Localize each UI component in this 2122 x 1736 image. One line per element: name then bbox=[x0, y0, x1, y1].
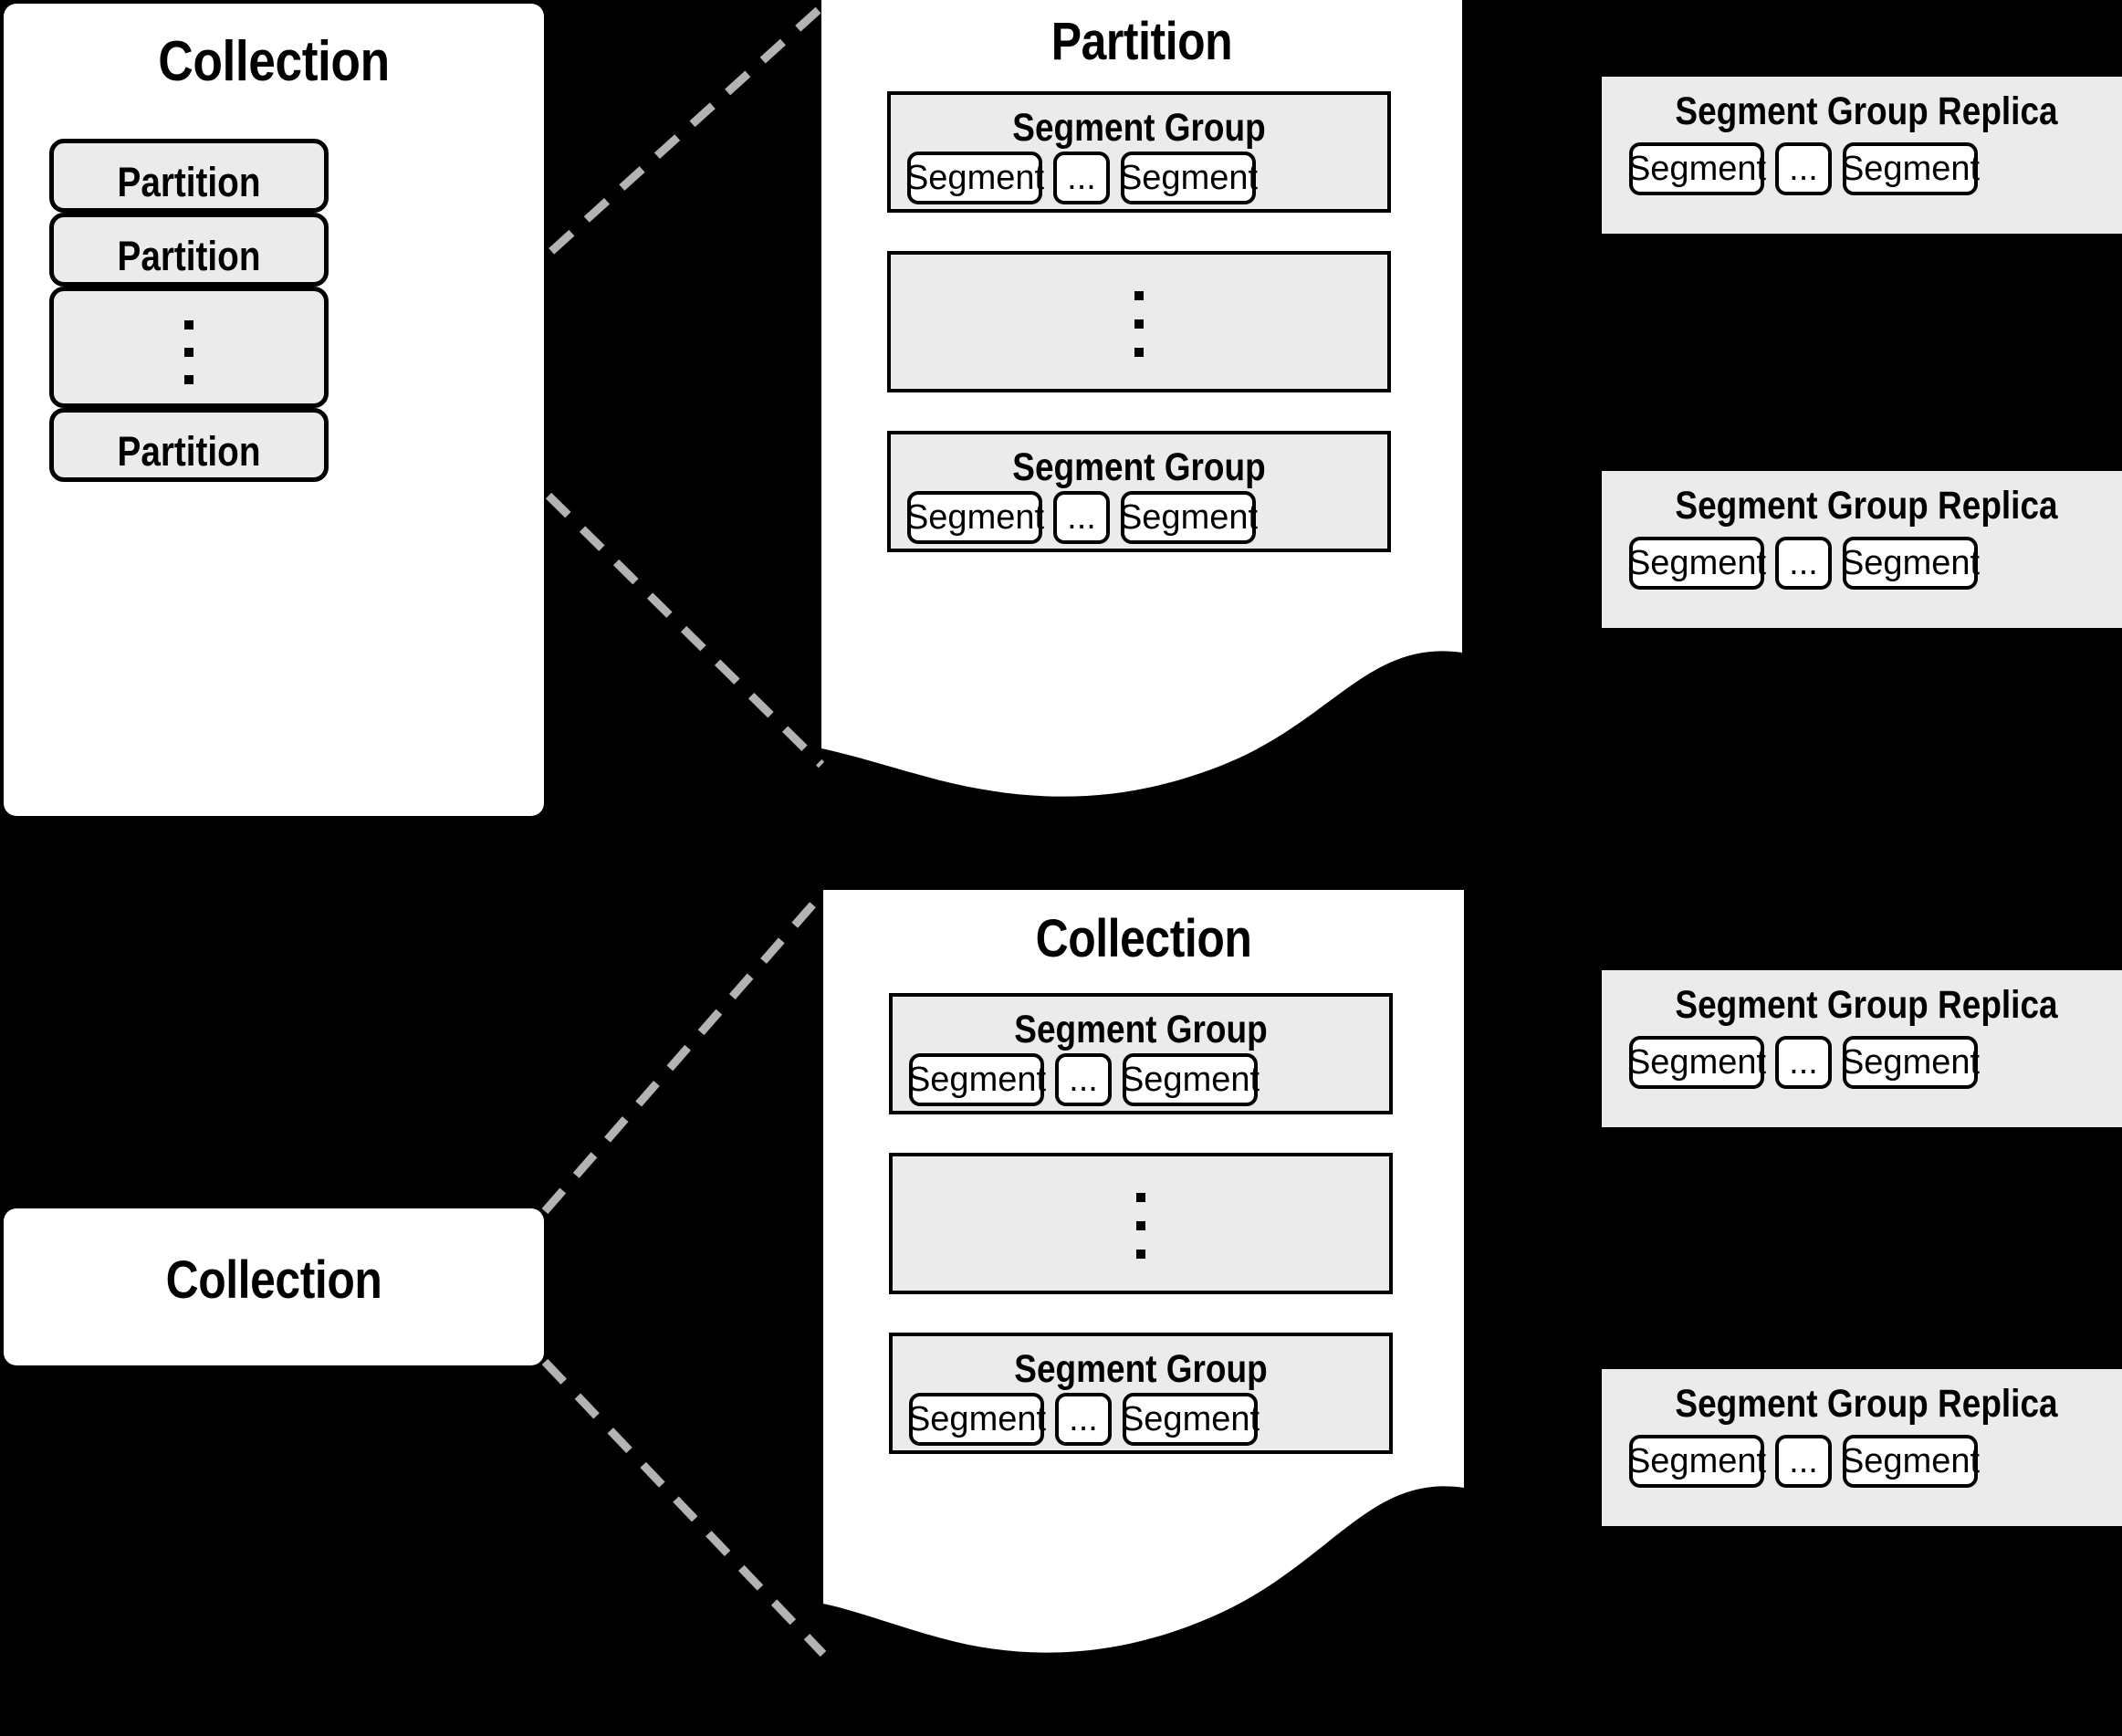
vertical-ellipsis-icon bbox=[893, 1193, 1389, 1259]
collection-segment-group-1[interactable]: Segment Group Segment ... Segment bbox=[889, 993, 1393, 1114]
segment-group-replica-3-label: Segment Group Replica bbox=[1675, 983, 2058, 1027]
segment-chip-label: Segment bbox=[1626, 1043, 1767, 1082]
partition-row-3[interactable]: Partition bbox=[49, 408, 329, 482]
vertical-ellipsis-icon bbox=[54, 320, 324, 384]
segment-chip-label: Segment bbox=[1626, 1442, 1767, 1480]
collection-detail-title: Collection bbox=[1035, 909, 1252, 968]
segment-chip[interactable]: Segment bbox=[906, 1053, 1047, 1106]
segment-chip[interactable]: Segment bbox=[904, 152, 1045, 204]
segment-chip-label: Segment bbox=[1118, 498, 1259, 537]
segment-ellipsis-chip: ... bbox=[1775, 142, 1832, 195]
segment-chip[interactable]: Segment bbox=[1840, 537, 1981, 590]
segment-ellipsis-chip: ... bbox=[1053, 152, 1110, 204]
connector-collection-bottom bbox=[541, 1358, 827, 1658]
segment-group-replica-2-label: Segment Group Replica bbox=[1675, 484, 2058, 528]
segment-chip[interactable]: Segment bbox=[1626, 1036, 1767, 1089]
segment-chip-label: Segment bbox=[906, 1061, 1047, 1099]
segment-chip-label: Segment bbox=[1840, 150, 1981, 188]
collection-segment-group-1-label: Segment Group bbox=[1014, 1008, 1268, 1051]
segment-ellipsis-chip: ... bbox=[1775, 537, 1832, 590]
collection-detail-panel: Collection Segment Group Segment ... Seg… bbox=[823, 890, 1464, 1736]
segment-ellipsis-chip: ... bbox=[1053, 491, 1110, 544]
segment-ellipsis-label: ... bbox=[1067, 159, 1096, 197]
collection-leaf-box[interactable]: Collection bbox=[4, 1208, 544, 1365]
partition-row-2[interactable]: Partition bbox=[49, 213, 329, 287]
collection-segment-group-ellipsis bbox=[889, 1153, 1393, 1294]
segment-chip[interactable]: Segment bbox=[1118, 491, 1259, 544]
connector-collection-top bbox=[541, 890, 827, 1214]
segment-chip-label: Segment bbox=[1840, 1442, 1981, 1480]
segment-chip[interactable]: Segment bbox=[1120, 1053, 1260, 1106]
segment-group-replica-1[interactable]: Segment Group Replica Segment ... Segmen… bbox=[1602, 77, 2122, 234]
segment-chip-label: Segment bbox=[1120, 1400, 1260, 1438]
segment-chip[interactable]: Segment bbox=[1840, 1036, 1981, 1089]
segment-chip[interactable]: Segment bbox=[1626, 142, 1767, 195]
segment-chip-label: Segment bbox=[1118, 159, 1259, 197]
partition-segment-group-2[interactable]: Segment Group Segment ... Segment bbox=[887, 431, 1391, 552]
segment-group-replica-3[interactable]: Segment Group Replica Segment ... Segmen… bbox=[1602, 970, 2122, 1127]
segment-chip-label: Segment bbox=[906, 1400, 1047, 1438]
segment-chip-label: Segment bbox=[1626, 150, 1767, 188]
partition-row-1-label: Partition bbox=[117, 159, 261, 205]
segment-chip-label: Segment bbox=[1840, 1043, 1981, 1082]
segment-ellipsis-label: ... bbox=[1067, 498, 1096, 537]
segment-ellipsis-label: ... bbox=[1069, 1400, 1098, 1438]
partition-panel-title: Partition bbox=[1051, 12, 1233, 71]
segment-group-replica-2[interactable]: Segment Group Replica Segment ... Segmen… bbox=[1602, 471, 2122, 628]
collection-segment-group-2[interactable]: Segment Group Segment ... Segment bbox=[889, 1333, 1393, 1454]
segment-ellipsis-label: ... bbox=[1069, 1061, 1098, 1099]
segment-chip[interactable]: Segment bbox=[1120, 1393, 1260, 1446]
segment-group-replica-4-label: Segment Group Replica bbox=[1675, 1382, 2058, 1426]
segment-ellipsis-chip: ... bbox=[1055, 1053, 1112, 1106]
segment-chip[interactable]: Segment bbox=[1840, 142, 1981, 195]
partition-segment-group-2-label: Segment Group bbox=[1012, 445, 1266, 489]
segment-chip-label: Segment bbox=[904, 498, 1045, 537]
segment-chip-label: Segment bbox=[1120, 1061, 1260, 1099]
partition-row-3-label: Partition bbox=[117, 428, 261, 475]
partition-segment-group-ellipsis bbox=[887, 251, 1391, 392]
segment-group-replica-4[interactable]: Segment Group Replica Segment ... Segmen… bbox=[1602, 1369, 2122, 1526]
partition-row-1[interactable]: Partition bbox=[49, 139, 329, 213]
collection-segment-group-2-label: Segment Group bbox=[1014, 1347, 1268, 1391]
collection-leaf-title: Collection bbox=[165, 1250, 382, 1310]
partition-segment-group-1-label: Segment Group bbox=[1012, 106, 1266, 150]
segment-ellipsis-chip: ... bbox=[1775, 1435, 1832, 1488]
segment-ellipsis-label: ... bbox=[1789, 1043, 1818, 1082]
segment-chip[interactable]: Segment bbox=[1626, 1435, 1767, 1488]
segment-chip-label: Segment bbox=[1840, 544, 1981, 582]
segment-chip[interactable]: Segment bbox=[904, 491, 1045, 544]
segment-ellipsis-chip: ... bbox=[1055, 1393, 1112, 1446]
segment-ellipsis-chip: ... bbox=[1775, 1036, 1832, 1089]
segment-chip[interactable]: Segment bbox=[1840, 1435, 1981, 1488]
segment-ellipsis-label: ... bbox=[1789, 1442, 1818, 1480]
vertical-ellipsis-icon bbox=[891, 291, 1387, 357]
partition-row-2-label: Partition bbox=[117, 233, 261, 279]
segment-chip[interactable]: Segment bbox=[1118, 152, 1259, 204]
partition-row-ellipsis bbox=[49, 287, 329, 408]
segment-ellipsis-label: ... bbox=[1789, 150, 1818, 188]
segment-chip-label: Segment bbox=[1626, 544, 1767, 582]
segment-group-replica-1-label: Segment Group Replica bbox=[1675, 89, 2058, 133]
collection-panel: Collection Partition Partition Partition bbox=[4, 4, 544, 816]
partition-segment-group-1[interactable]: Segment Group Segment ... Segment bbox=[887, 91, 1391, 213]
segment-chip[interactable]: Segment bbox=[906, 1393, 1047, 1446]
segment-chip[interactable]: Segment bbox=[1626, 537, 1767, 590]
segment-chip-label: Segment bbox=[904, 159, 1045, 197]
collection-panel-title: Collection bbox=[158, 30, 390, 93]
partition-detail-panel: Partition Segment Group Segment ... Segm… bbox=[821, 0, 1462, 821]
segment-ellipsis-label: ... bbox=[1789, 544, 1818, 582]
